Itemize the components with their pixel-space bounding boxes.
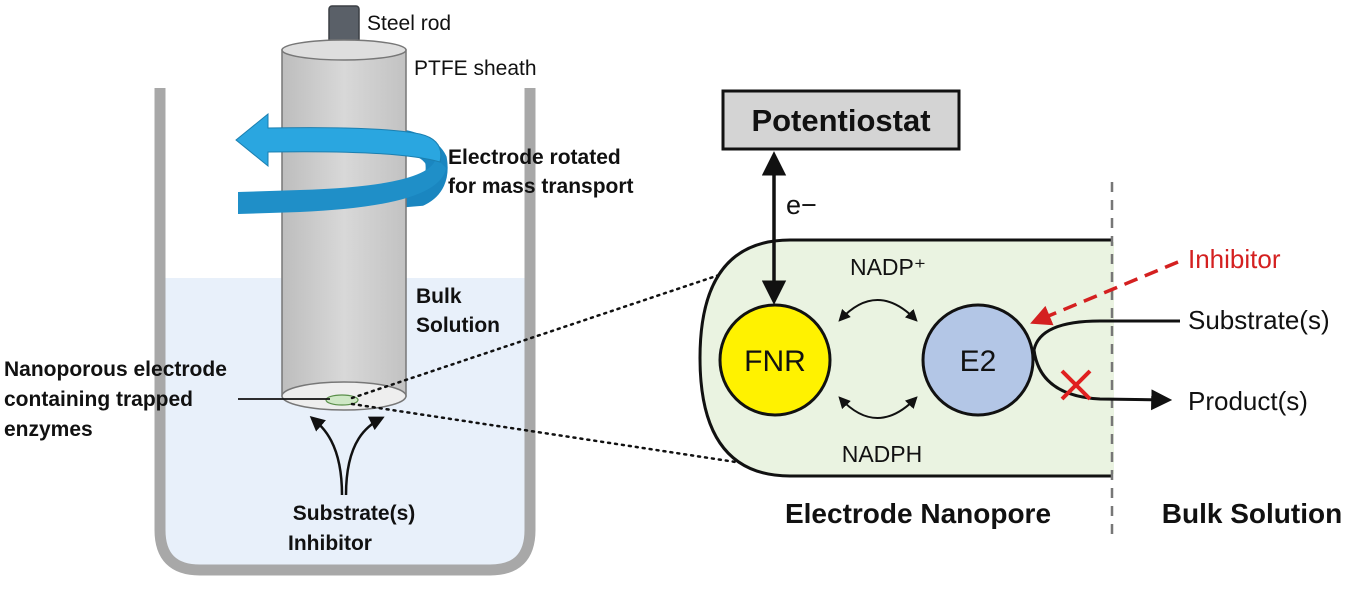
- nadph-label: NADPH: [842, 441, 923, 467]
- e2-enzyme: [921, 303, 1035, 417]
- substrates-label: Substrate(s): [1188, 305, 1330, 335]
- beaker: [154, 88, 536, 576]
- bulk-solution-right-label: Bulk Solution: [1162, 498, 1342, 529]
- e2-label: E2: [960, 345, 997, 378]
- bulk-solution-label-line1: Bulk: [416, 285, 462, 308]
- ptfe-sheath-label: PTFE sheath: [414, 57, 537, 80]
- blocked-x-icon: [1060, 369, 1092, 401]
- fnr-enzyme: [718, 303, 832, 417]
- electrode-label-line1: Nanoporous electrode: [4, 358, 227, 381]
- inhibitor-label: Inhibitor: [1188, 244, 1281, 274]
- ptfe-sheath: [281, 49, 407, 397]
- products-label: Product(s): [1188, 386, 1308, 416]
- zoom-line-bottom: [350, 402, 764, 468]
- cycle-arrow-top: [838, 299, 918, 322]
- nadp-plus-label: NADP⁺: [850, 254, 926, 280]
- electrode-disc: [325, 394, 359, 406]
- electrode-label-line2: containing trapped: [4, 388, 193, 411]
- bulk-solution-label-line2: Solution: [416, 314, 500, 337]
- potentiostat-label: Potentiostat: [751, 103, 930, 138]
- electrode-nanopore-label: Electrode Nanopore: [785, 498, 1051, 529]
- rotation-label-line1: Electrode rotated: [448, 146, 621, 169]
- rotation-arrow-head: [235, 112, 442, 168]
- cycle-arrow-bottom: [838, 396, 918, 419]
- inflow-label-line1: Substrate(s): [293, 502, 416, 525]
- potentiostat-box: [721, 89, 961, 151]
- electron-label: e−: [786, 190, 817, 220]
- bulk-solution-fill: [160, 278, 530, 570]
- inhibitor-arrow: [1030, 260, 1179, 326]
- steel-rod-label: Steel rod: [367, 12, 451, 35]
- inflow-label-line2: Inhibitor: [288, 532, 372, 555]
- inflow-arrow-left: [309, 416, 344, 496]
- zoom-line-top: [350, 260, 760, 400]
- fnr-label: FNR: [744, 345, 806, 378]
- electrode-label-line3: enzymes: [4, 418, 93, 441]
- sheath-top: [281, 39, 407, 61]
- rotation-label-line2: for mass transport: [448, 175, 634, 198]
- electrode-nanopore: [698, 238, 1112, 478]
- rotation-arrow-band: [238, 158, 446, 214]
- substrate-product-path: [1032, 319, 1180, 411]
- inflow-arrow-right: [344, 416, 385, 496]
